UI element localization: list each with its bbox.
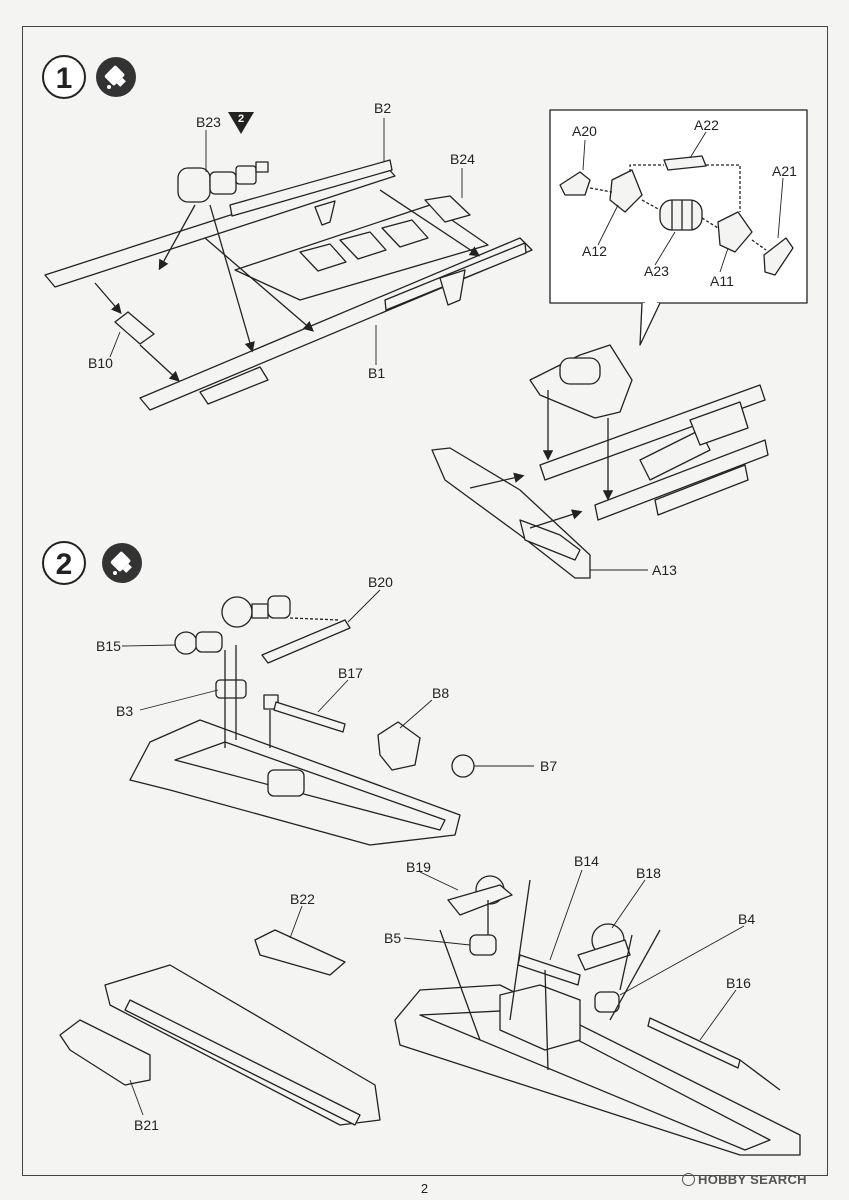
- label-a23: A23: [644, 263, 669, 279]
- chassis-step2-right: [394, 875, 801, 1156]
- label-a12: A12: [582, 243, 607, 259]
- label-a13: A13: [652, 562, 677, 578]
- bracket-b10: [114, 311, 155, 345]
- step-2-number: 2: [42, 541, 86, 585]
- page-frame: [22, 26, 828, 1176]
- logo-icon: [682, 1173, 695, 1186]
- frame-rail-b2: [44, 159, 396, 288]
- inset-parts: [559, 155, 794, 276]
- glue-tube-icon: [96, 57, 136, 97]
- watermark: HOBBY SEARCH: [682, 1172, 807, 1187]
- step-reference-number: 2: [237, 113, 245, 125]
- page-number: 2: [420, 1181, 429, 1196]
- label-b24: B24: [450, 151, 475, 167]
- label-b5: B5: [384, 930, 402, 946]
- label-a21: A21: [772, 163, 797, 179]
- step-reference-flag: 2: [228, 112, 254, 134]
- chassis-step2-left: [59, 929, 381, 1126]
- chassis-step2-top: [129, 719, 461, 846]
- label-b20: B20: [368, 574, 393, 590]
- step-1-number: 1: [42, 55, 86, 99]
- label-b16: B16: [726, 975, 751, 991]
- label-b15: B15: [96, 638, 121, 654]
- label-a22: A22: [694, 117, 719, 133]
- label-b19: B19: [406, 859, 431, 875]
- axle-assembly-top: [174, 595, 475, 778]
- label-b3: B3: [116, 703, 134, 719]
- label-b22: B22: [290, 891, 315, 907]
- label-b10: B10: [88, 355, 113, 371]
- label-a20: A20: [572, 123, 597, 139]
- label-a11: A11: [710, 273, 734, 289]
- label-b8: B8: [432, 685, 450, 701]
- label-b21: B21: [134, 1117, 159, 1133]
- label-b14: B14: [574, 853, 599, 869]
- label-b4: B4: [738, 911, 756, 927]
- label-b2: B2: [374, 100, 392, 116]
- watermark-text: HOBBY SEARCH: [698, 1172, 807, 1187]
- part-b23: [177, 161, 269, 203]
- label-b23: B23: [196, 114, 221, 130]
- label-b18: B18: [636, 865, 661, 881]
- glue-tube-icon: [102, 543, 142, 583]
- label-b1: B1: [368, 365, 386, 381]
- label-b7: B7: [540, 758, 558, 774]
- inset-pointer: [639, 302, 661, 346]
- crossmember-b24: [234, 195, 489, 301]
- frame-rail-b1: [139, 237, 533, 411]
- assembled-chassis: [431, 344, 769, 579]
- label-b17: B17: [338, 665, 363, 681]
